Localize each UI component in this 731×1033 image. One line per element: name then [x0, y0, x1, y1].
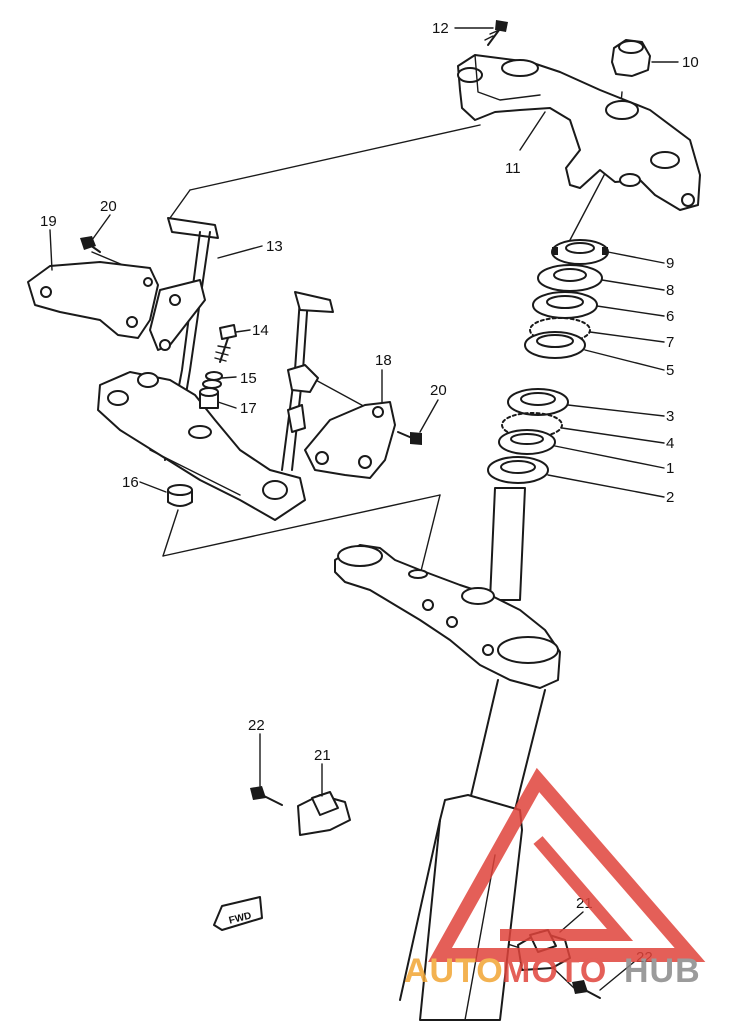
- upper-bracket-11: [457, 54, 701, 211]
- callout-11: 11: [505, 160, 521, 177]
- callout-6: 6: [666, 308, 674, 325]
- watermark-auto: AUTO: [404, 952, 504, 990]
- bracket-19: [27, 261, 206, 351]
- cap-nut-10-icon: [611, 39, 651, 77]
- automotohub-triangle-logo-icon: [428, 767, 706, 962]
- leader-16-down: [162, 509, 179, 557]
- leader-13-to-11: [189, 124, 481, 191]
- automotohub-watermark: AUTO MOTO HUB: [404, 767, 706, 990]
- callout-1: 1: [666, 460, 674, 477]
- callout-16: 16: [122, 474, 139, 491]
- callout-22-left: 22: [248, 717, 265, 734]
- callout-7: 7: [666, 334, 674, 351]
- under-bracket-stem: [334, 487, 561, 689]
- collar-17-icon: [199, 387, 219, 409]
- fwd-tag-icon: FWD: [213, 896, 263, 931]
- callout-15: 15: [240, 370, 257, 387]
- washer-15-icon: [202, 371, 223, 389]
- callout-leaders: [49, 27, 679, 991]
- callout-13: 13: [266, 238, 283, 255]
- callout-5: 5: [666, 362, 674, 379]
- bolt-12-icon: [484, 20, 508, 46]
- callout-14: 14: [252, 322, 269, 339]
- leader-16-to-under-bracket: [162, 494, 441, 557]
- fwd-label: FWD: [228, 910, 253, 926]
- ring-nut-9-icon: [551, 239, 609, 265]
- callout-12: 12: [432, 20, 449, 37]
- bolt-22-left-icon: [250, 786, 283, 806]
- bolt-20-left-icon: [80, 236, 101, 253]
- callout-18: 18: [375, 352, 392, 369]
- callout-9: 9: [666, 255, 674, 272]
- bolt-14-icon: [214, 324, 237, 363]
- callout-8: 8: [666, 282, 674, 299]
- callout-10: 10: [682, 54, 699, 71]
- bolt-20-right-icon: [397, 431, 422, 445]
- leader-bracket-pin: [419, 494, 441, 576]
- headlight-stay-13: [97, 217, 334, 521]
- bearing-stack: [487, 239, 609, 484]
- bolt-22-lower-icon: [572, 980, 601, 999]
- callout-19: 19: [40, 213, 57, 230]
- leader-22-lower: [549, 964, 575, 989]
- callout-2: 2: [666, 489, 674, 506]
- callout-21-left: 21: [314, 747, 331, 764]
- callout-20-left: 20: [100, 198, 117, 215]
- leader-13-top: [169, 189, 191, 219]
- cable-clamp-21-left-icon: [297, 791, 351, 836]
- balls-7-icon: [529, 317, 591, 343]
- watermark-hub: HUB: [624, 952, 701, 990]
- watermark-moto: MOTO: [502, 952, 607, 990]
- callout-17: 17: [240, 400, 257, 417]
- callout-3: 3: [666, 408, 674, 425]
- callout-20-right: 20: [430, 382, 447, 399]
- damper-16-icon: [167, 484, 193, 507]
- bracket-18: [304, 401, 396, 479]
- callout-4: 4: [666, 435, 674, 452]
- balls-4-icon: [501, 412, 563, 438]
